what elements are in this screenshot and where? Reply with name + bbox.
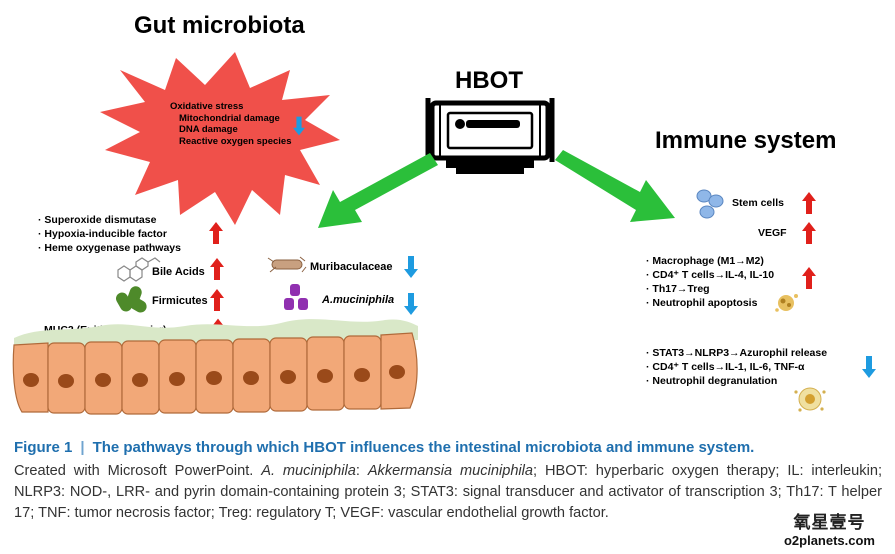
immune-list1-4: · Neutrophil apoptosis: [646, 297, 758, 309]
immune-list2-2: · CD4⁺ T cells→IL-1, IL-6, TNF-α: [646, 361, 805, 373]
oxidative-stress-burst: [100, 52, 340, 225]
green-arrow-to-gut: [318, 153, 438, 228]
firmicutes-bacteria-icon: [116, 286, 147, 313]
immune-list2-1: · STAT3→NLRP3→Azurophil release: [646, 347, 827, 359]
figure-diagram: Gut microbiota HBOT Immune system Oxidat…: [12, 12, 876, 415]
caption-title-line: Figure 1 | The pathways through which HBOT…: [14, 438, 882, 458]
caption-title: The pathways through which HBOT influenc…: [92, 439, 755, 456]
immune-list1-3: · Th17→Treg: [646, 283, 710, 295]
immune-list2-3: · Neutrophil degranulation: [646, 375, 777, 387]
hbot-label: HBOT: [455, 67, 523, 94]
muribaculaceae-label: Muribaculaceae: [310, 261, 393, 273]
gut-list-up-arrow: [209, 222, 223, 244]
caption-colon: :: [355, 463, 368, 479]
gut-list-1: · Superoxide dismutase: [38, 214, 157, 226]
neutrophil-degranulation-icon: [794, 387, 826, 412]
immune-list1-up-arrow: [802, 267, 816, 289]
hbot-chamber-icon: [425, 98, 555, 174]
immune-list1-2: · CD4⁺ T cells→IL-4, IL-10: [646, 269, 774, 281]
a-muciniphila-bacteria-icon: [284, 284, 308, 310]
caption-body: Created with Microsoft PowerPoint. A. mu…: [14, 461, 882, 524]
stress-line-2: Mitochondrial damage: [179, 113, 280, 124]
firmicutes-label: Firmicutes: [152, 295, 208, 307]
a-muciniphila-label: A.muciniphila: [321, 294, 394, 306]
caption-start: Created with Microsoft PowerPoint.: [14, 463, 262, 479]
muribaculaceae-down-arrow: [404, 256, 418, 278]
gut-microbiota-title: Gut microbiota: [134, 12, 305, 39]
figure-caption: Figure 1 | The pathways through which HBOT…: [14, 438, 882, 524]
gut-list-2: · Hypoxia-inducible factor: [38, 228, 167, 240]
immune-system-title: Immune system: [655, 127, 836, 154]
watermark-url: o2planets.com: [783, 533, 875, 548]
caption-rest: ; HBOT: hyperbaric oxygen therapy; IL: i…: [14, 463, 883, 521]
green-arrow-to-immune: [555, 150, 675, 222]
neutrophil-apoptosis-icon: [775, 294, 798, 312]
stress-line-4: Reactive oxygen species: [179, 136, 291, 147]
bile-acids-label: Bile Acids: [152, 266, 205, 278]
watermark-logo: 氧星壹号 o2planets.com: [784, 508, 875, 548]
stem-cells-icon: [696, 189, 724, 219]
figure-label: Figure 1: [14, 439, 73, 456]
firmicutes-up-arrow: [210, 289, 224, 311]
vegf-up-arrow: [802, 222, 816, 244]
stem-cells-up-arrow: [802, 192, 816, 214]
stress-line-1: Oxidative stress: [170, 101, 243, 112]
immune-list2-down-arrow: [862, 356, 876, 378]
vegf-label: VEGF: [758, 227, 787, 239]
gut-list-3: · Heme oxygenase pathways: [38, 242, 181, 254]
bile-acids-up-arrow: [210, 258, 224, 280]
stem-cells-label: Stem cells: [732, 197, 784, 209]
watermark-chinese: 氧星壹号: [793, 513, 866, 533]
bile-acid-molecule-icon: [117, 257, 161, 282]
immune-list1-1: · Macrophage (M1→M2): [646, 255, 764, 267]
caption-a-muc-abbr: A. muciniphila: [261, 463, 356, 479]
cell-nuclei: [23, 365, 405, 388]
caption-separator: |: [80, 439, 85, 456]
a-muciniphila-down-arrow: [404, 293, 418, 315]
muribaculaceae-bacteria-icon: [267, 256, 307, 273]
caption-a-muc-full: Akkermansia muciniphila: [367, 463, 534, 479]
stress-line-3: DNA damage: [179, 124, 238, 135]
